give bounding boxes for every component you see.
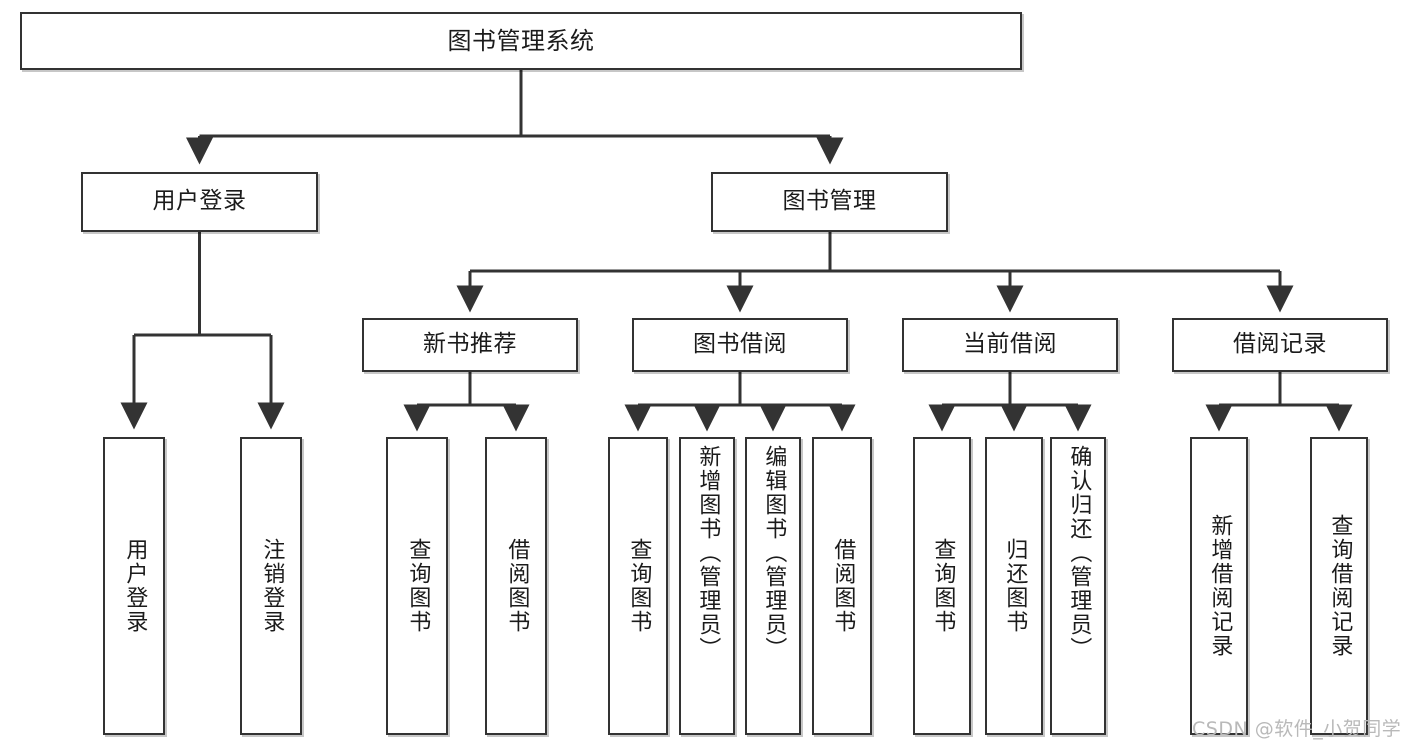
node-leaf-return-book-label: 归还图书 xyxy=(1002,538,1028,634)
node-leaf-add-record[interactable]: 新增借阅记录 xyxy=(1190,437,1248,735)
node-leaf-query-book-borrow[interactable]: 查询图书 xyxy=(608,437,668,735)
node-leaf-query-book-borrow-label: 查询图书 xyxy=(626,538,652,634)
node-user-login[interactable]: 用户登录 xyxy=(81,172,318,232)
node-leaf-borrow-book-rec[interactable]: 借阅图书 xyxy=(485,437,547,735)
node-leaf-edit-book[interactable]: 编辑图书（管理员） xyxy=(745,437,801,735)
node-current-borrow-label: 当前借阅 xyxy=(963,331,1057,358)
node-leaf-user-login-label: 用户登录 xyxy=(122,538,148,634)
node-leaf-return-book[interactable]: 归还图书 xyxy=(985,437,1043,735)
csdn-watermark: CSDN @软件_小贺同学 xyxy=(1192,718,1402,740)
node-new-book-rec-label: 新书推荐 xyxy=(423,331,517,358)
node-leaf-query-book-rec-label: 查询图书 xyxy=(405,538,431,634)
node-leaf-add-record-label: 新增借阅记录 xyxy=(1207,514,1233,658)
node-root[interactable]: 图书管理系统 xyxy=(20,12,1022,70)
node-leaf-query-book-cur-label: 查询图书 xyxy=(930,538,956,634)
node-leaf-query-book-rec[interactable]: 查询图书 xyxy=(386,437,448,735)
node-leaf-query-record[interactable]: 查询借阅记录 xyxy=(1310,437,1368,735)
node-book-borrow[interactable]: 图书借阅 xyxy=(632,318,848,372)
node-leaf-logout[interactable]: 注销登录 xyxy=(240,437,302,735)
node-user-login-label: 用户登录 xyxy=(152,188,247,215)
node-leaf-logout-label: 注销登录 xyxy=(259,538,285,634)
node-book-borrow-label: 图书借阅 xyxy=(693,331,787,358)
node-leaf-confirm-return-label: 确认归还（管理员） xyxy=(1066,445,1092,661)
node-borrow-record[interactable]: 借阅记录 xyxy=(1172,318,1388,372)
node-book-manage-label: 图书管理 xyxy=(782,188,877,215)
node-new-book-rec[interactable]: 新书推荐 xyxy=(362,318,578,372)
node-leaf-add-book[interactable]: 新增图书（管理员） xyxy=(679,437,735,735)
node-leaf-borrow-book-rec-label: 借阅图书 xyxy=(504,538,530,634)
node-root-label: 图书管理系统 xyxy=(447,26,595,55)
node-current-borrow[interactable]: 当前借阅 xyxy=(902,318,1118,372)
node-leaf-borrow-book[interactable]: 借阅图书 xyxy=(812,437,872,735)
node-leaf-borrow-book-label: 借阅图书 xyxy=(830,538,856,634)
node-leaf-add-book-label: 新增图书（管理员） xyxy=(695,445,721,661)
node-book-manage[interactable]: 图书管理 xyxy=(711,172,948,232)
node-leaf-confirm-return[interactable]: 确认归还（管理员） xyxy=(1050,437,1106,735)
node-borrow-record-label: 借阅记录 xyxy=(1233,331,1327,358)
node-leaf-edit-book-label: 编辑图书（管理员） xyxy=(761,445,787,661)
node-leaf-query-record-label: 查询借阅记录 xyxy=(1327,514,1353,658)
node-leaf-user-login[interactable]: 用户登录 xyxy=(103,437,165,735)
node-leaf-query-book-cur[interactable]: 查询图书 xyxy=(913,437,971,735)
